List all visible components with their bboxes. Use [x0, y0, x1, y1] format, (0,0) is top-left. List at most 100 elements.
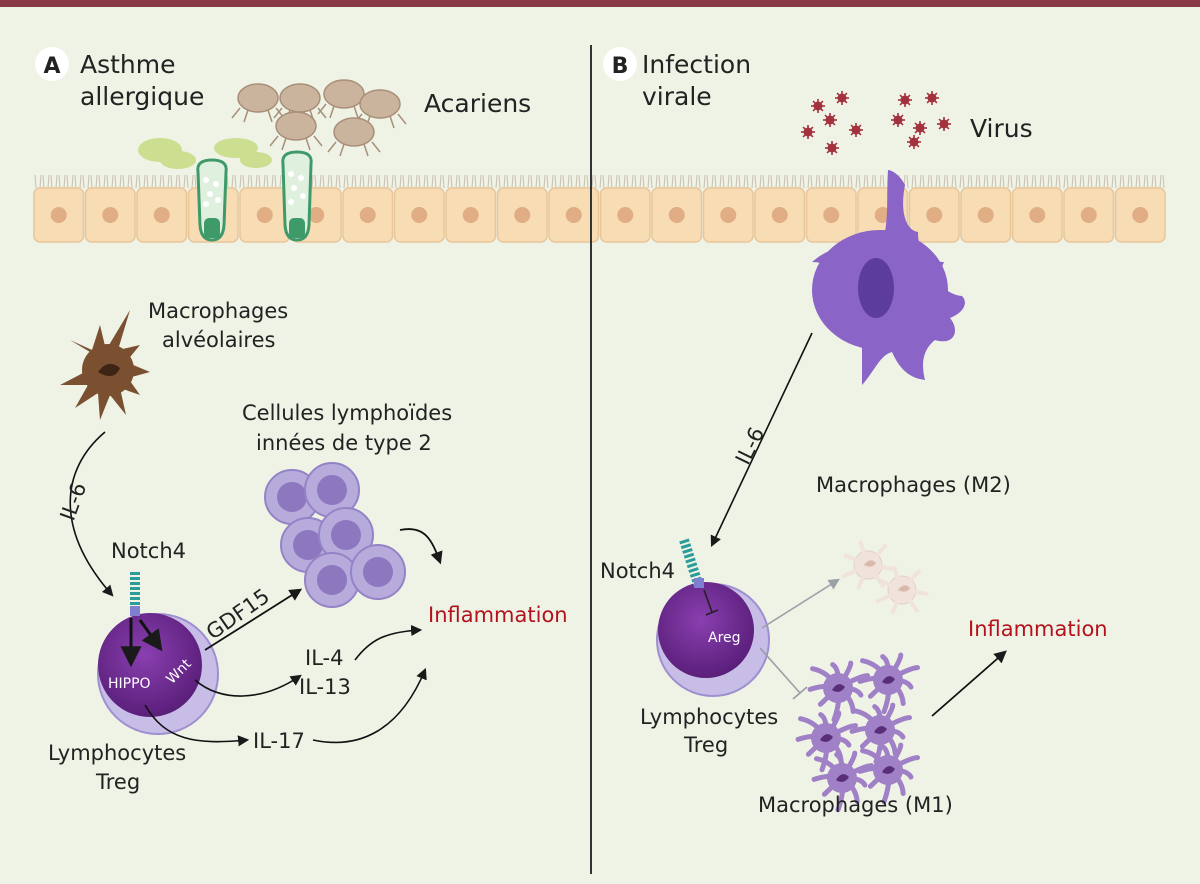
il4-to-inflammation-arrow [354, 624, 423, 661]
epithelial-cell [805, 187, 857, 243]
virus-particle [898, 93, 912, 107]
il17-arrow [144, 704, 250, 747]
areg-label: Areg [708, 630, 741, 646]
epithelial-cell [342, 187, 394, 243]
mite [273, 83, 327, 123]
ilc2-cell [304, 462, 360, 518]
goblet-cell [281, 150, 313, 242]
areg-to-m2-arrow [761, 578, 840, 629]
m1-macrophage [795, 710, 858, 773]
epithelial-cell [136, 187, 188, 243]
m1-macrophage [849, 702, 912, 765]
inflammation-label-b: Inflammation [968, 617, 1108, 641]
gdf15-arrow [204, 588, 303, 651]
panel-b: B Infection virale Virus IL-6 Macrophage… [600, 47, 1108, 817]
m1-label: Macrophages (M1) [758, 793, 953, 817]
epithelial-cell [1011, 187, 1063, 243]
inflammation-label-a: Inflammation [428, 603, 568, 627]
notch4-receptor-b [679, 538, 704, 588]
virus-particle [811, 99, 825, 113]
epithelial-cell [84, 187, 136, 243]
virus-particle [891, 113, 905, 127]
notch4-inhibition-line [703, 589, 713, 613]
panel-a-title-line1: Asthme [80, 50, 176, 79]
allergen-label: Acariens [424, 89, 531, 118]
areg-inhibits-m1-bar [792, 686, 808, 700]
mite [317, 79, 371, 119]
epithelial-cell [651, 187, 703, 243]
epithelial-cell [548, 187, 600, 243]
mite [327, 117, 381, 157]
epithelial-cell [1063, 187, 1115, 243]
notch4-label-a: Notch4 [111, 539, 186, 563]
ilc2-cell [304, 552, 360, 608]
wnt-arrow [138, 619, 163, 652]
virus-particle [823, 113, 837, 127]
alveolar-macrophages-line2: alvéolaires [162, 328, 275, 352]
il6-label-a: IL-6 [56, 479, 92, 523]
epithelial-cell [754, 187, 806, 243]
panel-a-title-line2: allergique [80, 82, 204, 111]
epithelial-cell [702, 187, 754, 243]
viruses [801, 91, 951, 155]
epithelial-cell [496, 187, 548, 243]
ilc2-cell [350, 544, 406, 600]
treg-a-line2: Treg [95, 770, 140, 794]
areg-inhibits-m1-line [759, 647, 801, 694]
mucus [138, 138, 272, 169]
epithelial-cell [599, 187, 651, 243]
m2-label: Macrophages (M2) [816, 473, 1011, 497]
panel-b-title-line2: virale [642, 82, 712, 111]
m1-macrophages [795, 652, 920, 813]
epithelial-cell [239, 187, 291, 243]
m2-macrophage [841, 540, 895, 590]
il4-il13-arrow [194, 674, 302, 697]
m2-macrophages [841, 540, 929, 615]
badge-b: B [612, 54, 629, 79]
alveolar-macrophages-line1: Macrophages [148, 299, 288, 323]
goblet-cell [196, 158, 228, 242]
ilc2-to-inflammation-arrow [399, 528, 443, 565]
epithelial-cell [33, 187, 85, 243]
epithelial-cell [445, 187, 497, 243]
il4-label: IL-4 [305, 646, 343, 670]
il6-label-b: IL-6 [731, 423, 769, 468]
ilc2-label-line1: Cellules lymphoïdes [242, 401, 452, 425]
notch4-label-b: Notch4 [600, 559, 675, 583]
epithelial-cell [1114, 187, 1166, 243]
alveolar-macrophage [60, 310, 150, 420]
notch4-inhibition-bar [705, 609, 719, 616]
virus-particle [835, 91, 849, 105]
ilc2-cells [264, 462, 406, 608]
mites [231, 79, 407, 157]
virus-label: Virus [970, 114, 1033, 143]
ilc2-label-line2: innées de type 2 [256, 431, 432, 455]
epithelial-cell [960, 187, 1012, 243]
virus-particle [907, 135, 921, 149]
badge-a: A [43, 54, 60, 79]
il13-label: IL-13 [299, 675, 351, 699]
epithelium [33, 174, 1166, 243]
virus-particle [937, 117, 951, 131]
epithelial-cell [393, 187, 445, 243]
top-bar [0, 0, 1200, 7]
m1-macrophage [811, 750, 874, 813]
mite [269, 111, 323, 151]
panel-b-title-line1: Infection [642, 50, 751, 79]
il6-arrow-b [710, 332, 813, 548]
treg-a-line1: Lymphocytes [48, 741, 186, 765]
treg-b [656, 582, 770, 697]
hippo-label: HIPPO [108, 676, 151, 692]
m1-macrophage [807, 660, 870, 723]
il6-arrow-a [69, 431, 114, 597]
epithelial-cell [908, 187, 960, 243]
m1-to-inflammation-arrow [931, 650, 1007, 717]
virus-particle [913, 121, 927, 135]
virus-particle [801, 125, 815, 139]
badge-a-circle [35, 47, 69, 81]
virus-particle [849, 123, 863, 137]
virus-particle [925, 91, 939, 105]
il17-to-inflammation-arrow [312, 667, 427, 744]
